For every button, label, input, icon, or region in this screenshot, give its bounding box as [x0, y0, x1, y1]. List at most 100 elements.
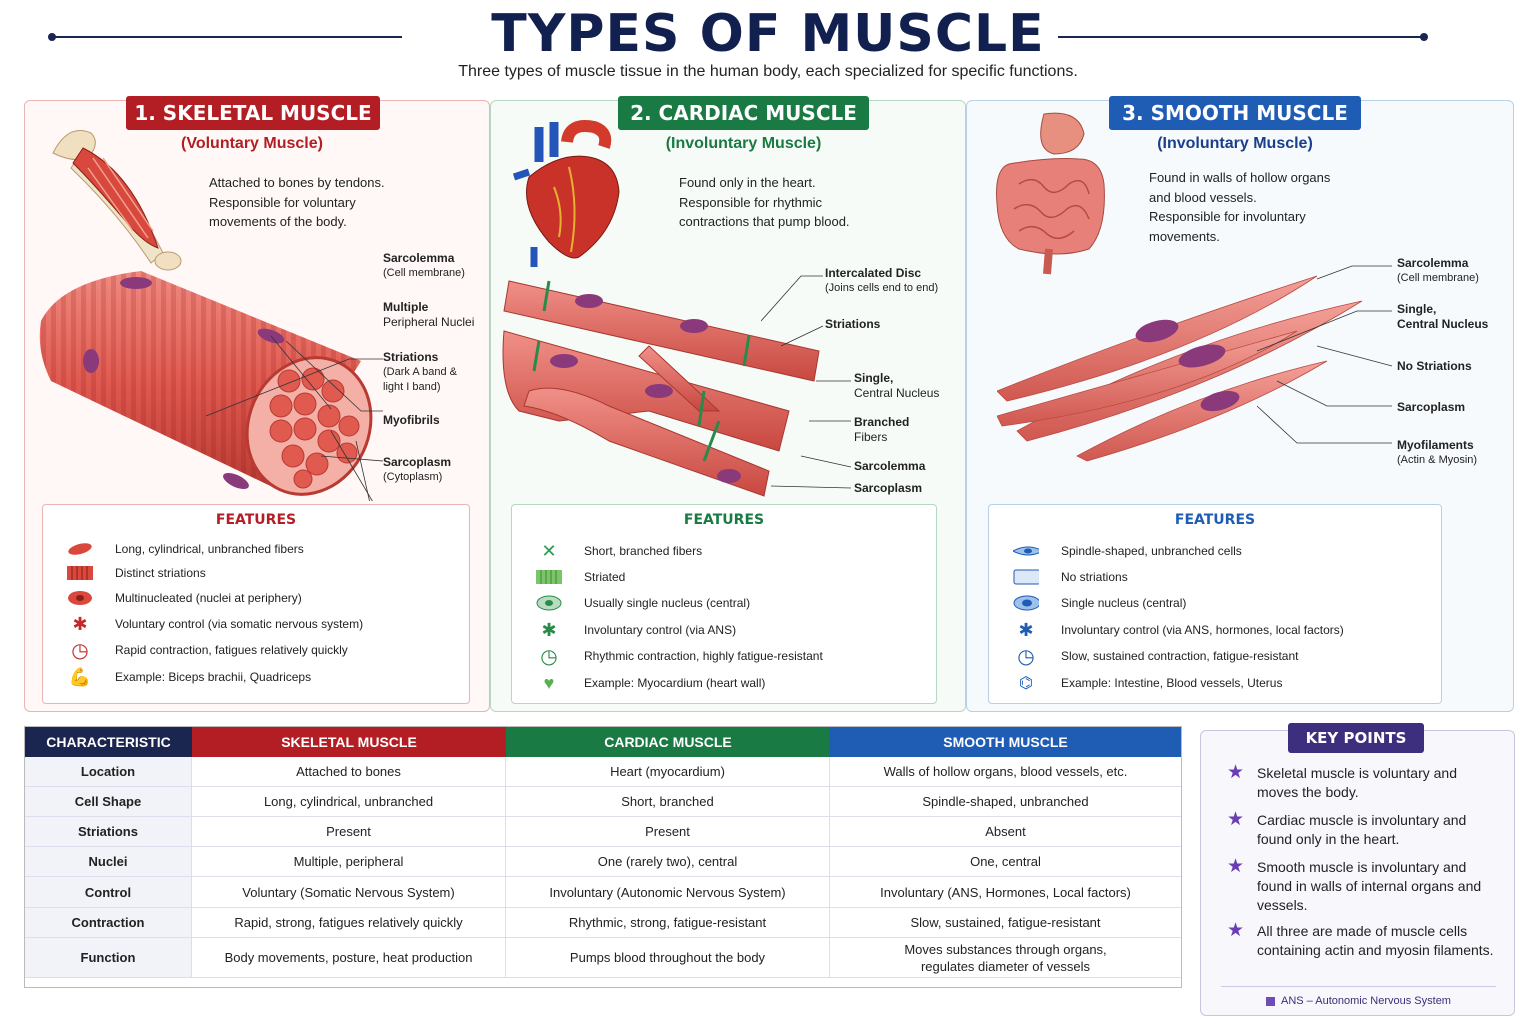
table-cell: Location	[25, 757, 192, 786]
plain-cell-icon	[1013, 568, 1039, 586]
table-cell: Absent	[985, 824, 1026, 839]
legend-square-icon	[1266, 996, 1276, 1006]
smooth-subtitle: (Involuntary Muscle)	[1157, 135, 1313, 152]
feature-row: Striated	[536, 568, 625, 586]
feature-row: ✱Involuntary control (via ANS)	[536, 619, 736, 640]
fiber-icon	[67, 540, 93, 558]
smooth-title: 3. SMOOTH MUSCLE	[1109, 96, 1361, 130]
feature-row: ✱Involuntary control (via ANS, hormones,…	[1013, 619, 1343, 640]
abbreviation-note: ANS – Autonomic Nervous System	[1221, 986, 1496, 1007]
label-myofilaments: Myofilaments(Actin & Myosin)	[1397, 438, 1478, 466]
table-header: CARDIAC MUSCLE	[506, 727, 830, 757]
heart-illustration	[512, 120, 620, 267]
clock-icon: ◷	[1017, 645, 1035, 668]
cardiac-description: Found only in the heart.Responsible for …	[679, 175, 850, 229]
smooth-features-title: FEATURES	[1174, 512, 1256, 528]
table-cell: Pumps blood throughout the body	[506, 938, 830, 977]
table-cell: Cell Shape	[25, 787, 192, 816]
skeletal-fiber-illustration	[39, 271, 384, 501]
biceps-icon: 💪	[68, 666, 92, 687]
table-cell: Involuntary (Autonomic Nervous System)	[506, 877, 830, 907]
table-cell: Moves substances through organs, regulat…	[904, 941, 1107, 974]
cardiac-subtitle: (Involuntary Muscle)	[665, 135, 822, 152]
skeletal-features-box: FEATURES Long, cylindrical, unbranched f…	[42, 504, 470, 704]
label-myofibrils: Myofibrils	[383, 413, 440, 427]
feature-row: ◷Rapid contraction, fatigues relatively …	[67, 639, 348, 662]
feature-row: Spindle-shaped, unbranched cells	[1013, 542, 1242, 560]
table-cell: Rhythmic, strong, fatigue-resistant	[506, 908, 830, 937]
label-intercalated-disc: Intercalated Disc(Joins cells end to end…	[825, 266, 939, 294]
page-subtitle: Three types of muscle tissue in the huma…	[458, 63, 1078, 80]
key-point: ★Cardiac muscle is involuntary and found…	[1227, 809, 1467, 847]
nucleus-icon	[1013, 594, 1039, 612]
skeletal-description: Attached to bones by tendons.Responsible…	[209, 175, 385, 229]
table-cell: Spindle-shaped, unbranched	[922, 794, 1089, 809]
key-points-panel: KEY POINTS ★Skeletal muscle is voluntary…	[1200, 723, 1515, 1016]
table-cell: One (rarely two), central	[506, 847, 830, 876]
table-cell: Nuclei	[25, 847, 192, 876]
organ-icon: ⌬	[1019, 675, 1033, 692]
feature-row: ♥Example: Myocardium (heart wall)	[536, 672, 766, 693]
star-icon: ★	[1227, 920, 1245, 941]
label-striations: Striations	[825, 317, 881, 331]
smooth-leader-lines	[1256, 265, 1393, 444]
cardiac-panel: 2. CARDIAC MUSCLE (Involuntary Muscle) F…	[490, 96, 966, 712]
table-cell: Function	[25, 938, 192, 977]
skeletal-panel: 1. SKELETAL MUSCLE (Voluntary Muscle) At…	[24, 96, 490, 712]
table-cell: Slow, sustained, fatigue-resistant	[910, 915, 1101, 930]
table-header-row: CHARACTERISTIC SKELETAL MUSCLE CARDIAC M…	[25, 727, 1181, 757]
branch-icon: ✕	[541, 540, 557, 561]
feature-row: ✕Short, branched fibers	[536, 540, 702, 561]
cardiac-leader-lines	[761, 275, 852, 489]
label-central-nucleus: Single,Central Nucleus	[1397, 302, 1489, 331]
skeletal-features-title: FEATURES	[215, 512, 297, 528]
nucleus-icon	[67, 589, 93, 607]
comparison-table: CHARACTERISTIC SKELETAL MUSCLE CARDIAC M…	[24, 726, 1182, 988]
key-point: ★Skeletal muscle is voluntary and moves …	[1227, 762, 1457, 800]
label-sarcolemma: Sarcolemma(Cell membrane)	[1397, 256, 1479, 284]
table-cell: Involuntary (ANS, Hormones, Local factor…	[880, 884, 1131, 900]
smooth-fiber-illustration	[997, 275, 1363, 462]
striation-icon	[536, 568, 562, 586]
feature-row: 💪Example: Biceps brachii, Quadriceps	[68, 666, 312, 687]
table-cell: Long, cylindrical, unbranched	[192, 787, 506, 816]
label-no-striations: No Striations	[1397, 359, 1472, 373]
title-rule-dot-right	[1420, 33, 1428, 41]
cardiac-features-title: FEATURES	[683, 512, 765, 528]
label-sarcoplasm: Sarcoplasm	[1397, 400, 1466, 414]
feature-row: Single nucleus (central)	[1013, 594, 1186, 612]
clock-icon: ◷	[71, 639, 89, 662]
title-rule-right	[1058, 36, 1424, 38]
feature-row: ⌬Example: Intestine, Blood vessels, Uter…	[1013, 674, 1282, 692]
table-cell: Walls of hollow organs, blood vessels, e…	[883, 764, 1128, 779]
feature-row: Multinucleated (nuclei at periphery)	[67, 589, 302, 607]
label-sarcoplasm: Sarcoplasm(Cytoplasm)	[383, 455, 452, 483]
neuron-icon: ✱	[72, 613, 88, 634]
neuron-icon: ✱	[1018, 619, 1034, 640]
heart-icon: ♥	[543, 672, 555, 693]
feature-row: No striations	[1013, 568, 1128, 586]
neuron-icon: ✱	[541, 619, 557, 640]
smooth-features-box: FEATURES Spindle-shaped, unbranched cell…	[988, 504, 1442, 704]
feature-row: ◷Slow, sustained contraction, fatigue-re…	[1013, 645, 1298, 668]
table-cell: Rapid, strong, fatigues relatively quick…	[192, 908, 506, 937]
label-sarcoplasm: Sarcoplasm	[854, 481, 923, 495]
feature-row: Long, cylindrical, unbranched fibers	[67, 540, 304, 558]
label-sarcolemma: Sarcolemma	[854, 459, 926, 473]
cardiac-title: 2. CARDIAC MUSCLE	[618, 96, 869, 130]
feature-row: ◷Rhythmic contraction, highly fatigue-re…	[536, 646, 823, 668]
spindle-icon	[1013, 542, 1039, 560]
table-cell: Striations	[25, 817, 192, 846]
label-sarcolemma: Sarcolemma(Cell membrane)	[383, 251, 465, 279]
table-cell: Short, branched	[506, 787, 830, 816]
key-point: ★All three are made of muscle cells cont…	[1227, 920, 1494, 958]
table-header: SMOOTH MUSCLE	[830, 727, 1181, 757]
